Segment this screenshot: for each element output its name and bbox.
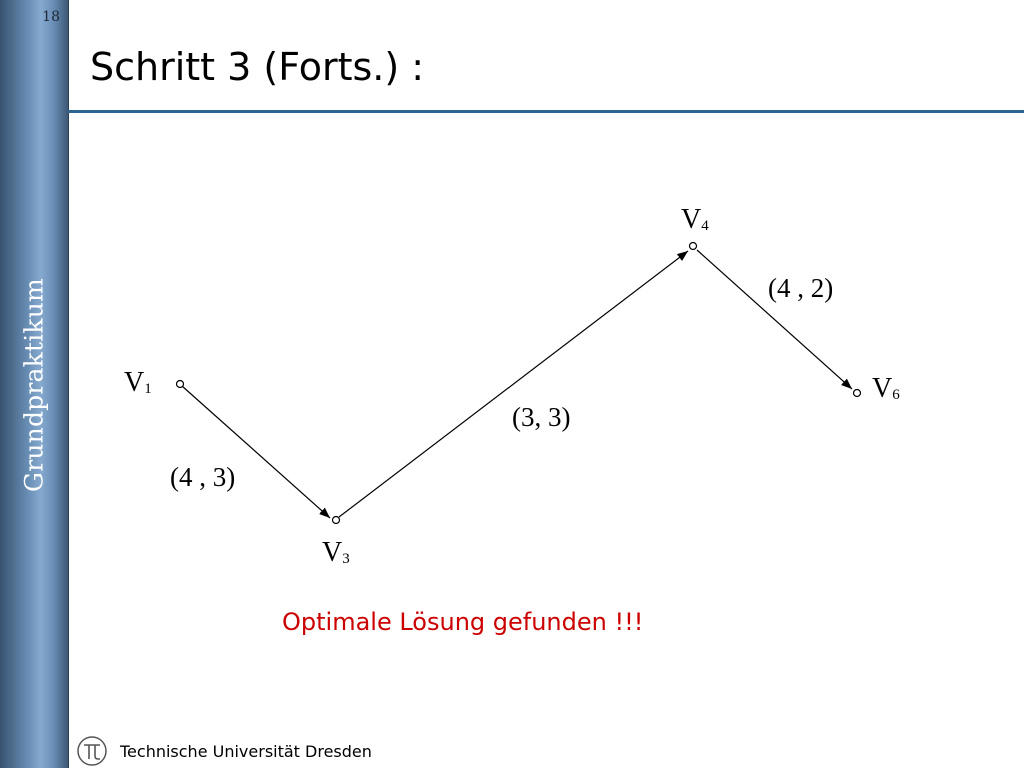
- edge-v3-v4: [338, 250, 689, 518]
- edge-label-v3-v4: (3, 3): [512, 402, 570, 432]
- conclusion-text: Optimale Lösung gefunden !!!: [282, 608, 644, 636]
- footer: Technische Universität Dresden: [76, 734, 372, 768]
- slide-title: Schritt 3 (Forts.) :: [90, 45, 425, 89]
- tu-dresden-logo-icon: [77, 736, 107, 766]
- node-label-v3: V3: [322, 537, 350, 568]
- edge-label-v1-v3: (4 , 3): [170, 462, 235, 492]
- node-v3: [331, 515, 341, 525]
- node-v4: [688, 241, 698, 251]
- slide-number: 18: [42, 9, 60, 25]
- title-rule: [68, 110, 1024, 113]
- node-label-v6: V6: [872, 373, 900, 404]
- edge-v1-v3: [181, 385, 331, 519]
- node-v1: [175, 379, 185, 389]
- node-v6: [852, 388, 862, 398]
- sidebar: 18 Grundpraktikum: [0, 0, 69, 768]
- node-label-v1: V1: [124, 367, 152, 398]
- node-label-v4: V4: [681, 204, 709, 235]
- footer-text: Technische Universität Dresden: [120, 741, 372, 761]
- edge-label-v4-v6: (4 , 2): [768, 273, 833, 303]
- edge-v4-v6: [696, 249, 853, 390]
